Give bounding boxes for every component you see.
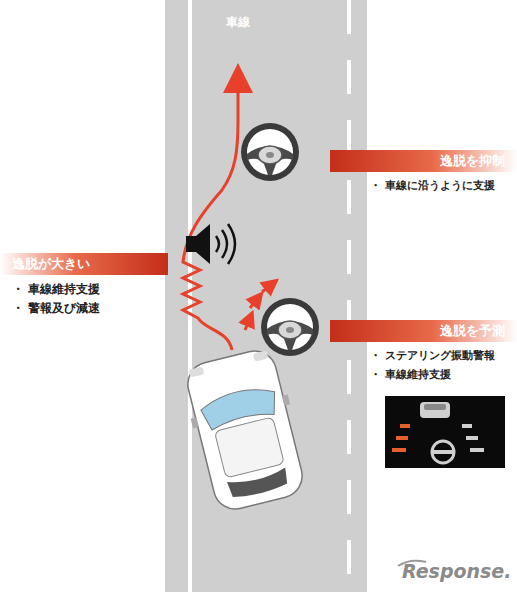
watermark: Response. (402, 560, 511, 582)
bullet-text: ・ ステアリング振動警報 (370, 346, 517, 365)
vibration-arrows (245, 284, 272, 330)
steering-wheel (241, 123, 299, 181)
dashed-lane-line (347, 0, 351, 592)
callout-group: 逸脱が大きい・ 車線維持支援・ 警報及び減速 (0, 253, 168, 318)
road (165, 0, 367, 592)
display-screen (385, 396, 505, 468)
bullet-text: ・ 警報及び減速 (12, 299, 168, 318)
bullet-text: ・ 車線に沿うように支援 (370, 176, 517, 195)
callout-band: 逸脱が大きい (0, 253, 168, 275)
steering-wheel (261, 298, 319, 356)
callout-band: 逸脱を予測 (330, 320, 517, 342)
speaker-icon (186, 224, 235, 264)
callout-band: 逸脱を抑制 (330, 150, 517, 172)
bullet-text: ・ 車線維持支援 (370, 365, 517, 384)
callout-group: 逸脱を予測・ ステアリング振動警報・ 車線維持支援 (330, 320, 517, 384)
bullet-text: ・ 車線維持支援 (12, 280, 168, 299)
callout-group: 逸脱を抑制・ 車線に沿うように支援 (330, 150, 517, 195)
trajectory-arrow (183, 78, 238, 350)
car (178, 345, 311, 515)
lane-label: 車線 (226, 14, 250, 31)
